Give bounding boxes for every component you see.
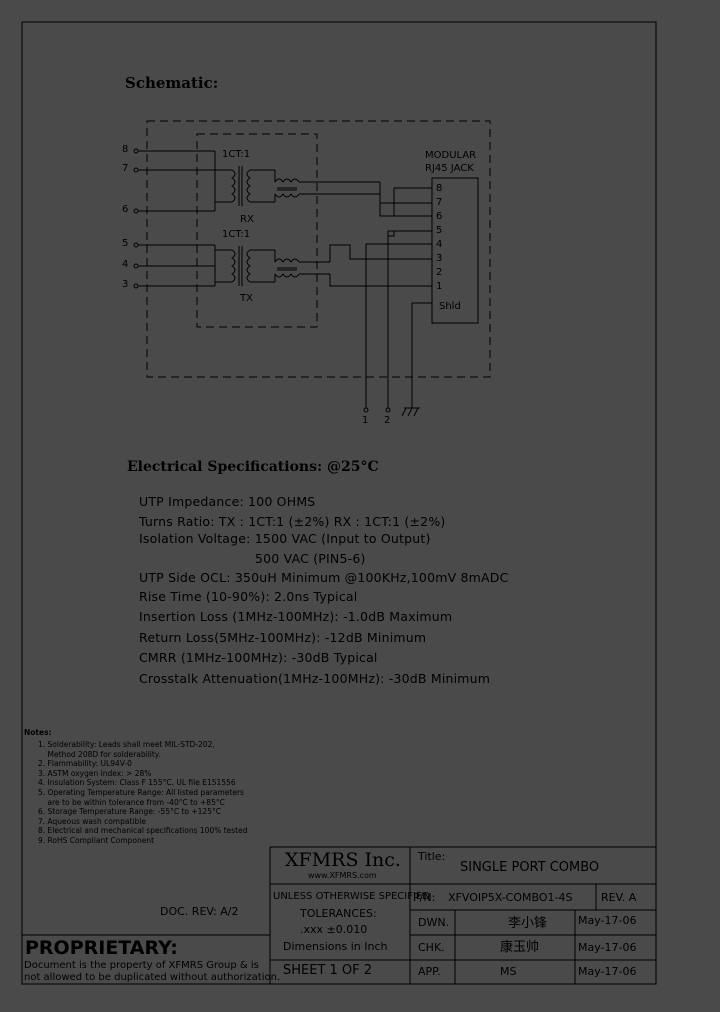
note-item: 9. RoHS Compliant Component	[38, 835, 155, 845]
title-block-grid	[22, 846, 656, 984]
shield-label: Shld	[439, 301, 461, 312]
tolerances-label: TOLERANCES:	[300, 907, 377, 920]
rx-transformer	[214, 151, 380, 211]
ground-icon	[401, 407, 420, 417]
note-item: 5. Operating Temperature Range: All list…	[38, 787, 244, 797]
note-item: 8. Electrical and mechanical specificati…	[38, 826, 248, 836]
schematic-heading: Schematic:	[125, 74, 219, 92]
title-label: Title:	[418, 850, 446, 863]
rx-label: RX	[240, 214, 254, 225]
transformer-box-dashed	[196, 133, 318, 328]
note-item: Method 208D for solderability.	[38, 749, 161, 759]
rx-ratio-label: 1CT:1	[222, 149, 251, 160]
bottom-pin-label: 2	[384, 415, 391, 426]
proprietary-line1: Document is the property of XFMRS Group …	[24, 960, 259, 971]
jack-pin-label: 4	[436, 239, 443, 250]
bottom-pin-label: 1	[362, 415, 369, 426]
jack-title-line1: MODULAR	[425, 150, 477, 161]
dwn-label: DWN.	[418, 916, 450, 929]
spec-line: Crosstalk Attenuation(1MHz-100MHz): -30d…	[139, 671, 491, 686]
pin-label: 6	[122, 204, 129, 215]
note-item: 6. Storage Temperature Range: -55°C to +…	[38, 807, 221, 817]
company-website: www.XFMRS.com	[308, 871, 377, 880]
spec-line: UTP Side OCL: 350uH Minimum @100KHz,100m…	[139, 570, 509, 585]
spec-line: Rise Time (10-90%): 2.0ns Typical	[139, 589, 358, 604]
pin-label: 7	[122, 163, 129, 174]
company-name: XFMRS Inc.	[285, 849, 401, 871]
jack-title-line2: RJ45 JACK	[425, 163, 474, 174]
left-pin-lines	[133, 148, 215, 289]
app-date: May-17-06	[578, 965, 637, 978]
spec-line: Insertion Loss (1MHz-100MHz): -1.0dB Max…	[139, 609, 453, 624]
note-item: are to be within tolerance from -40°C to…	[38, 797, 225, 807]
dwn-date: May-17-06	[578, 914, 637, 927]
rj45-jack-body	[431, 177, 479, 324]
note-item: 3. ASTM oxygen index: > 28%	[38, 768, 152, 778]
chk-date: May-17-06	[578, 941, 637, 954]
jack-pin-label: 3	[436, 253, 443, 264]
tx-label: TX	[240, 293, 253, 304]
spec-line: CMRR (1MHz-100MHz): -30dB Typical	[139, 650, 378, 665]
title-value: SINGLE PORT COMBO	[460, 860, 600, 875]
jack-pin-label: 2	[436, 267, 443, 278]
unless-specified: UNLESS OTHERWISE SPECIFIED	[273, 891, 430, 902]
note-item: 7. Aqueous wash compatible	[38, 816, 146, 826]
enclosure-dashed	[146, 120, 491, 378]
spec-line: Turns Ratio: TX : 1CT:1 (±2%) RX : 1CT:1…	[139, 514, 446, 529]
note-item: 4. Insulation System: Class F 155°C. UL …	[38, 778, 236, 788]
jack-pin-label: 6	[436, 211, 443, 222]
tx-ratio-label: 1CT:1	[222, 229, 251, 240]
app-name: MS	[500, 965, 517, 978]
doc-revision: DOC. REV: A/2	[160, 905, 239, 918]
pn-label: P/N:	[413, 891, 436, 904]
pn-value: XFVOIP5X-COMBO1-4S	[448, 891, 573, 904]
app-label: APP.	[418, 965, 441, 978]
tolerance-value: .xxx ±0.010	[300, 923, 368, 936]
routing-wires	[329, 182, 432, 408]
pin-label: 8	[122, 144, 129, 155]
dwn-name: 李小锋	[508, 916, 548, 931]
spec-line: 500 VAC (PIN5-6)	[255, 551, 366, 566]
electrical-heading: Electrical Specifications: @25°C	[127, 459, 379, 475]
proprietary-line2: not allowed to be duplicated without aut…	[24, 972, 281, 983]
spec-line: UTP Impedance: 100 OHMS	[139, 494, 316, 509]
jack-pin-label: 8	[436, 183, 443, 194]
notes-list: 1. Solderability: Leads shall meet MIL-S…	[38, 740, 248, 846]
tx-transformer	[214, 245, 330, 286]
chk-label: CHK.	[418, 941, 445, 954]
chk-name: 康玉帅	[500, 940, 540, 955]
rev-label: REV. A	[601, 891, 637, 904]
pin-label: 3	[122, 279, 129, 290]
note-item: 2. Flammability: UL94V-0	[38, 759, 132, 769]
sheet-border	[21, 21, 657, 985]
dimensions-note: Dimensions in Inch	[283, 940, 388, 953]
spec-line: Isolation Voltage: 1500 VAC (Input to Ou…	[139, 531, 431, 546]
note-item: 1. Solderability: Leads shall meet MIL-S…	[38, 740, 215, 749]
notes-title: Notes:	[24, 728, 52, 737]
jack-pin-label: 7	[436, 197, 443, 208]
sheet-number: SHEET 1 OF 2	[283, 963, 373, 978]
spec-line: Return Loss(5MHz-100MHz): -12dB Minimum	[139, 630, 427, 645]
pin-label: 4	[122, 259, 129, 270]
proprietary-heading: PROPRIETARY:	[25, 937, 178, 959]
pin-label: 5	[122, 238, 129, 249]
jack-pin-label: 5	[436, 225, 443, 236]
jack-pin-label: 1	[436, 281, 443, 292]
